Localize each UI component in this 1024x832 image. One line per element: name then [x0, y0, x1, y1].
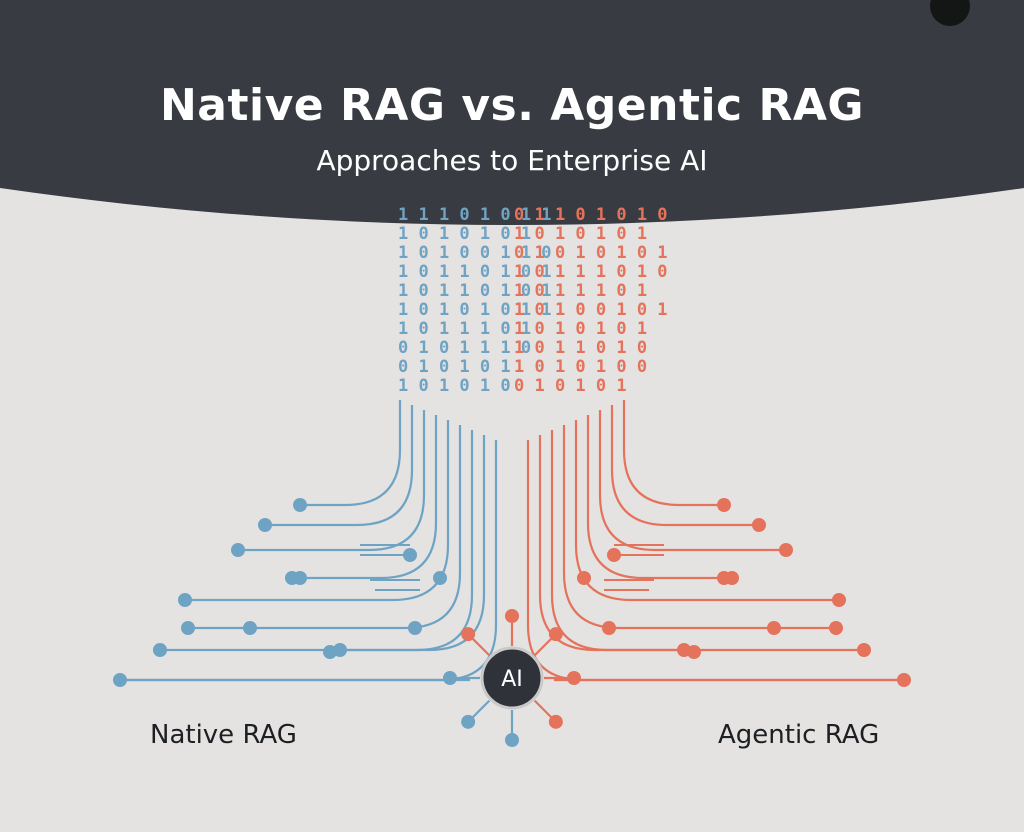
binary-row: 1 0 1 0 1 0 1	[514, 224, 647, 244]
circuit-bus	[360, 544, 420, 591]
circuit-trace	[574, 420, 839, 602]
binary-row: 1 0 1 1 1 0 1	[514, 281, 647, 301]
circuit-node	[323, 645, 337, 659]
circuit-trace	[300, 400, 402, 507]
hub-node	[443, 671, 457, 685]
circuit-trace	[562, 425, 836, 630]
circuit-node	[602, 621, 616, 635]
circuit-trace	[586, 415, 724, 580]
circuit-node	[433, 571, 447, 585]
circuit-node	[403, 548, 417, 562]
circuit-node	[293, 498, 307, 512]
hub-node	[505, 733, 519, 747]
circuit-trace	[238, 410, 426, 552]
hub-node	[461, 627, 476, 642]
binary-row: 1 0 1 1 0 1 0	[514, 338, 647, 358]
hub-label: AI	[501, 667, 523, 692]
ai-hub: AI	[443, 609, 581, 747]
binary-row: 0 1 1 0 1 0 1 0	[514, 205, 668, 225]
circuit-node	[285, 571, 299, 585]
binary-row: 1 0 1 1 0 1 0 1	[398, 262, 552, 282]
header-banner	[0, 0, 1024, 225]
binary-row: 1 0 1 1 1 0 1 0	[514, 262, 668, 282]
circuit-node	[153, 643, 167, 657]
hub-node	[505, 609, 519, 623]
circuit-trace	[188, 425, 462, 630]
binary-row: 1 0 1 0 0 1 1 0	[398, 243, 552, 263]
page-title: Native RAG vs. Agentic RAG	[159, 80, 865, 131]
native-binary-stream: 1 1 1 0 1 0 1 11 0 1 0 1 0 11 0 1 0 0 1 …	[398, 205, 552, 396]
agentic-circuit-traces	[526, 400, 911, 687]
binary-row: 1 1 1 0 1 0 1 1	[398, 205, 552, 225]
circuit-node	[181, 621, 195, 635]
agentic-binary-stream: 0 1 1 0 1 0 1 01 0 1 0 1 0 10 1 0 1 0 1 …	[514, 205, 668, 396]
binary-row: 0 1 0 1 1 1 0	[398, 338, 531, 358]
circuit-node	[178, 593, 192, 607]
circuit-trace	[610, 405, 759, 527]
circuit-trace	[265, 405, 414, 527]
agentic-rag-label: Agentic RAG	[718, 720, 880, 750]
circuit-node	[832, 593, 846, 607]
circuit-node	[725, 571, 739, 585]
circuit-node	[717, 498, 731, 512]
circuit-node	[752, 518, 766, 532]
circuit-node	[577, 571, 591, 585]
circuit-trace	[300, 415, 438, 580]
hub-node	[548, 714, 563, 729]
circuit-node	[258, 518, 272, 532]
circuit-node	[607, 548, 621, 562]
binary-row: 1 0 1 0 1 0 1	[514, 319, 647, 339]
circuit-node	[857, 643, 871, 657]
binary-row: 1 0 1 0 1 0 1 1	[398, 300, 552, 320]
hub-node	[548, 627, 563, 642]
circuit-node	[243, 621, 257, 635]
circuit-node	[687, 645, 701, 659]
circuit-node	[408, 621, 422, 635]
circuit-trace	[120, 440, 498, 682]
binary-row: 1 0 1 0 0 1 0 1	[514, 300, 668, 320]
circuit-trace	[526, 440, 904, 682]
binary-row: 1 0 1 1 1 0 1	[398, 319, 531, 339]
binary-row: 0 1 0 1 0 1	[398, 357, 511, 377]
binary-row: 1 0 1 0 1 0	[398, 376, 511, 396]
circuit-trace	[550, 430, 864, 652]
circuit-node	[829, 621, 843, 635]
corner-blot	[930, 0, 970, 26]
circuit-node	[231, 543, 245, 557]
binary-row: 0 1 0 1 0 1	[514, 376, 627, 396]
binary-row: 1 0 1 0 1 0 0	[514, 357, 647, 377]
circuit-trace	[185, 420, 450, 602]
circuit-node	[767, 621, 781, 635]
circuit-bus	[604, 544, 664, 591]
page-subtitle: Approaches to Enterprise AI	[316, 144, 708, 177]
hub-node	[461, 714, 476, 729]
hub-node	[567, 671, 581, 685]
circuit-trace	[622, 400, 724, 507]
binary-row: 1 0 1 1 0 1 0 1	[398, 281, 552, 301]
hub-circle	[480, 646, 544, 710]
circuit-trace	[160, 430, 474, 652]
circuit-node	[779, 543, 793, 557]
circuit-trace	[598, 410, 786, 552]
native-rag-label: Native RAG	[150, 720, 297, 750]
binary-row: 0 1 0 1 0 1 0 1	[514, 243, 668, 263]
binary-row: 1 0 1 0 1 0 1	[398, 224, 531, 244]
native-circuit-traces	[113, 400, 498, 687]
